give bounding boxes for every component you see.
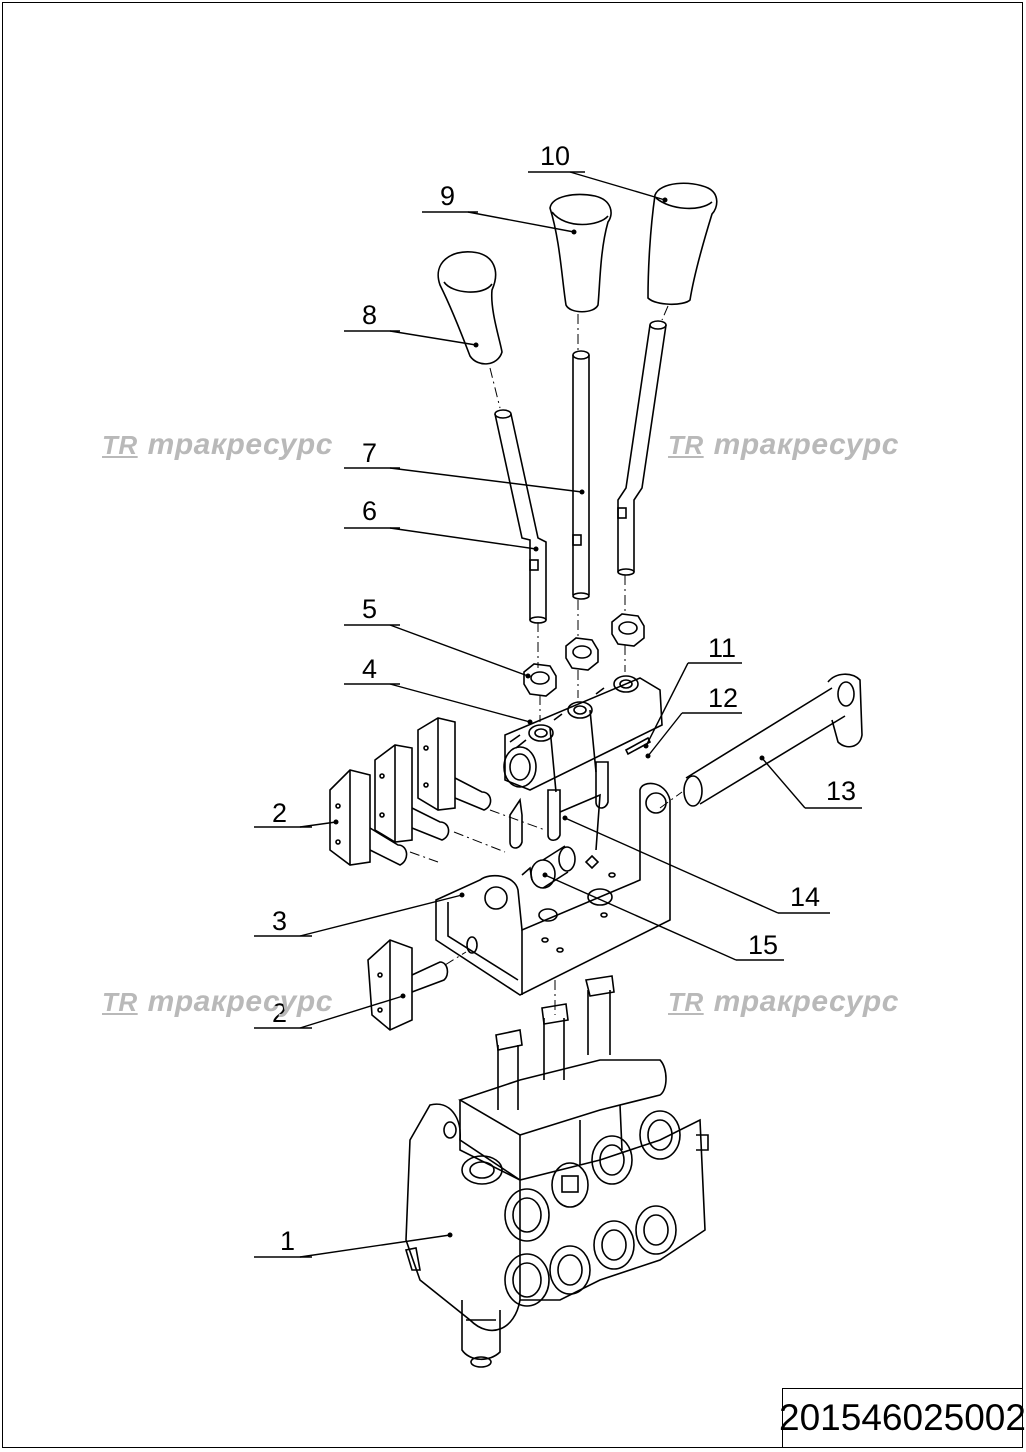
callout-6: 6 <box>362 496 377 526</box>
callout-2-upper: 2 <box>272 798 287 828</box>
callout-15: 15 <box>748 930 778 960</box>
lever-7 <box>572 350 590 600</box>
callout-5: 5 <box>362 594 377 624</box>
callout-10: 10 <box>540 141 570 171</box>
watermark-top-left: TR тракресурс <box>102 428 333 462</box>
watermark-text: тракресурс <box>713 428 899 461</box>
lever-6 <box>494 409 547 624</box>
callout-13: 13 <box>826 776 856 806</box>
lever-10-rod <box>617 320 667 576</box>
hydraulic-valve-1 <box>404 1059 709 1368</box>
callout-12: 12 <box>708 683 738 713</box>
lever-housing-4 <box>503 675 663 793</box>
switch-2-d <box>367 939 449 1031</box>
watermark-text: тракресурс <box>713 985 899 1018</box>
bracket-3 <box>435 761 671 996</box>
switch-2-b <box>374 744 450 843</box>
shaft-13 <box>683 673 863 807</box>
watermark-text: тракресурс <box>147 428 333 461</box>
knob-8 <box>437 251 503 365</box>
switch-2-a <box>329 769 408 866</box>
knob-10 <box>647 182 718 306</box>
sleeve-15 <box>530 845 576 889</box>
watermark-logo: TR <box>668 430 704 460</box>
callout-1: 1 <box>280 1226 295 1256</box>
document-code: 201546025002 <box>779 1388 1026 1448</box>
knob-9 <box>549 193 612 313</box>
watermark-logo: TR <box>102 987 138 1017</box>
callout-4: 4 <box>362 654 377 684</box>
valve-spools <box>495 975 615 1110</box>
center-lines <box>409 305 683 1015</box>
callout-labels: 1 2 2 3 4 5 6 7 8 9 10 11 12 13 14 15 <box>272 141 856 1256</box>
watermark-logo: TR <box>102 430 138 460</box>
pin-12 <box>624 736 652 756</box>
nut-5c <box>611 613 645 647</box>
callout-7: 7 <box>362 438 377 468</box>
switch-2-c <box>417 717 492 811</box>
nut-5a <box>523 663 557 697</box>
callout-8: 8 <box>362 300 377 330</box>
callout-3: 3 <box>272 906 287 936</box>
watermark-bottom-left: TR тракресурс <box>102 985 333 1019</box>
nut-5b <box>565 637 599 671</box>
callout-11: 11 <box>708 633 736 663</box>
callout-14: 14 <box>790 882 820 912</box>
watermark-bottom-right: TR тракресурс <box>668 985 899 1019</box>
watermark-text: тракресурс <box>147 985 333 1018</box>
watermark-top-right: TR тракресурс <box>668 428 899 462</box>
leader-lines <box>254 171 862 1258</box>
leader-dots <box>333 197 765 1238</box>
watermark-logo: TR <box>668 987 704 1017</box>
callout-9: 9 <box>440 181 455 211</box>
callout-2-lower: 2 <box>272 998 287 1028</box>
